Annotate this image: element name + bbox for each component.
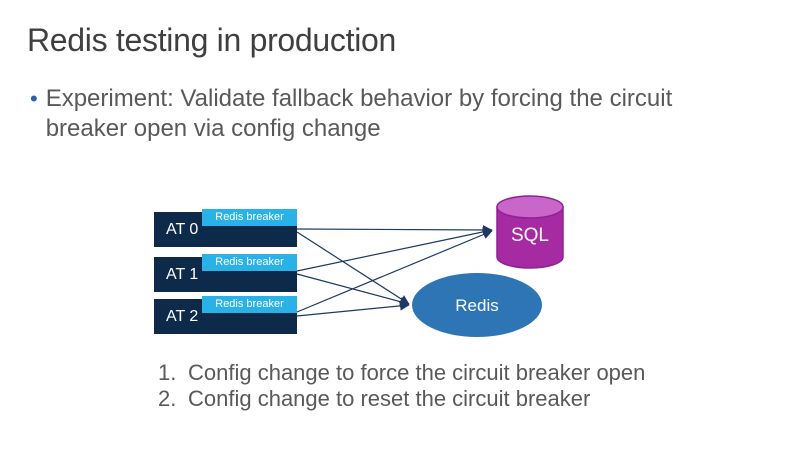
at1-label: AT 1 bbox=[166, 266, 199, 283]
bullet-line: Experiment: Validate fallback behavior b… bbox=[45, 85, 673, 112]
step-number: 2. bbox=[158, 386, 177, 411]
at0-box: AT 0 Redis breaker bbox=[154, 209, 297, 247]
connector-at0-redis bbox=[296, 231, 410, 305]
sql-label: SQL bbox=[511, 225, 549, 246]
connector-at2-redis bbox=[296, 301, 410, 317]
connector-at1-sql bbox=[296, 227, 493, 272]
at2-redis-breaker-badge: Redis breaker bbox=[202, 296, 297, 313]
sql-cylinder-top bbox=[496, 195, 564, 219]
list-item: 2. Config change to reset the circuit br… bbox=[158, 386, 645, 412]
sql-cylinder-body bbox=[496, 206, 564, 269]
redis-label: Redis bbox=[455, 296, 498, 315]
step-text: Config change to reset the circuit break… bbox=[188, 386, 591, 411]
at2-box: AT 2 Redis breaker bbox=[154, 296, 297, 334]
at1-redis-breaker-badge: Redis breaker bbox=[202, 254, 297, 271]
redis-ellipse bbox=[412, 273, 542, 337]
bullet-item: • Experiment: Validate fallback behavior… bbox=[30, 84, 672, 144]
connector-at0-sql bbox=[296, 225, 493, 235]
connector-at1-redis bbox=[296, 273, 410, 307]
at1-box: AT 1 Redis breaker bbox=[154, 254, 297, 292]
list-item: 1. Config change to force the circuit br… bbox=[158, 360, 645, 386]
step-number: 1. bbox=[158, 360, 177, 385]
bullet-line: breaker open via config change bbox=[45, 115, 381, 142]
slide-title: Redis testing in production bbox=[27, 22, 397, 58]
connector-at2-sql bbox=[296, 230, 493, 313]
sql-database-node: SQL bbox=[496, 195, 564, 269]
at2-label: AT 2 bbox=[166, 308, 199, 325]
bullet-marker: • bbox=[30, 86, 38, 111]
steps-list: 1. Config change to force the circuit br… bbox=[158, 360, 645, 412]
at0-label: AT 0 bbox=[166, 221, 199, 238]
at0-redis-breaker-badge: Redis breaker bbox=[202, 209, 297, 226]
redis-node: Redis bbox=[412, 273, 542, 337]
step-text: Config change to force the circuit break… bbox=[188, 360, 646, 385]
bullet-text: Experiment: Validate fallback behavior b… bbox=[46, 84, 673, 144]
